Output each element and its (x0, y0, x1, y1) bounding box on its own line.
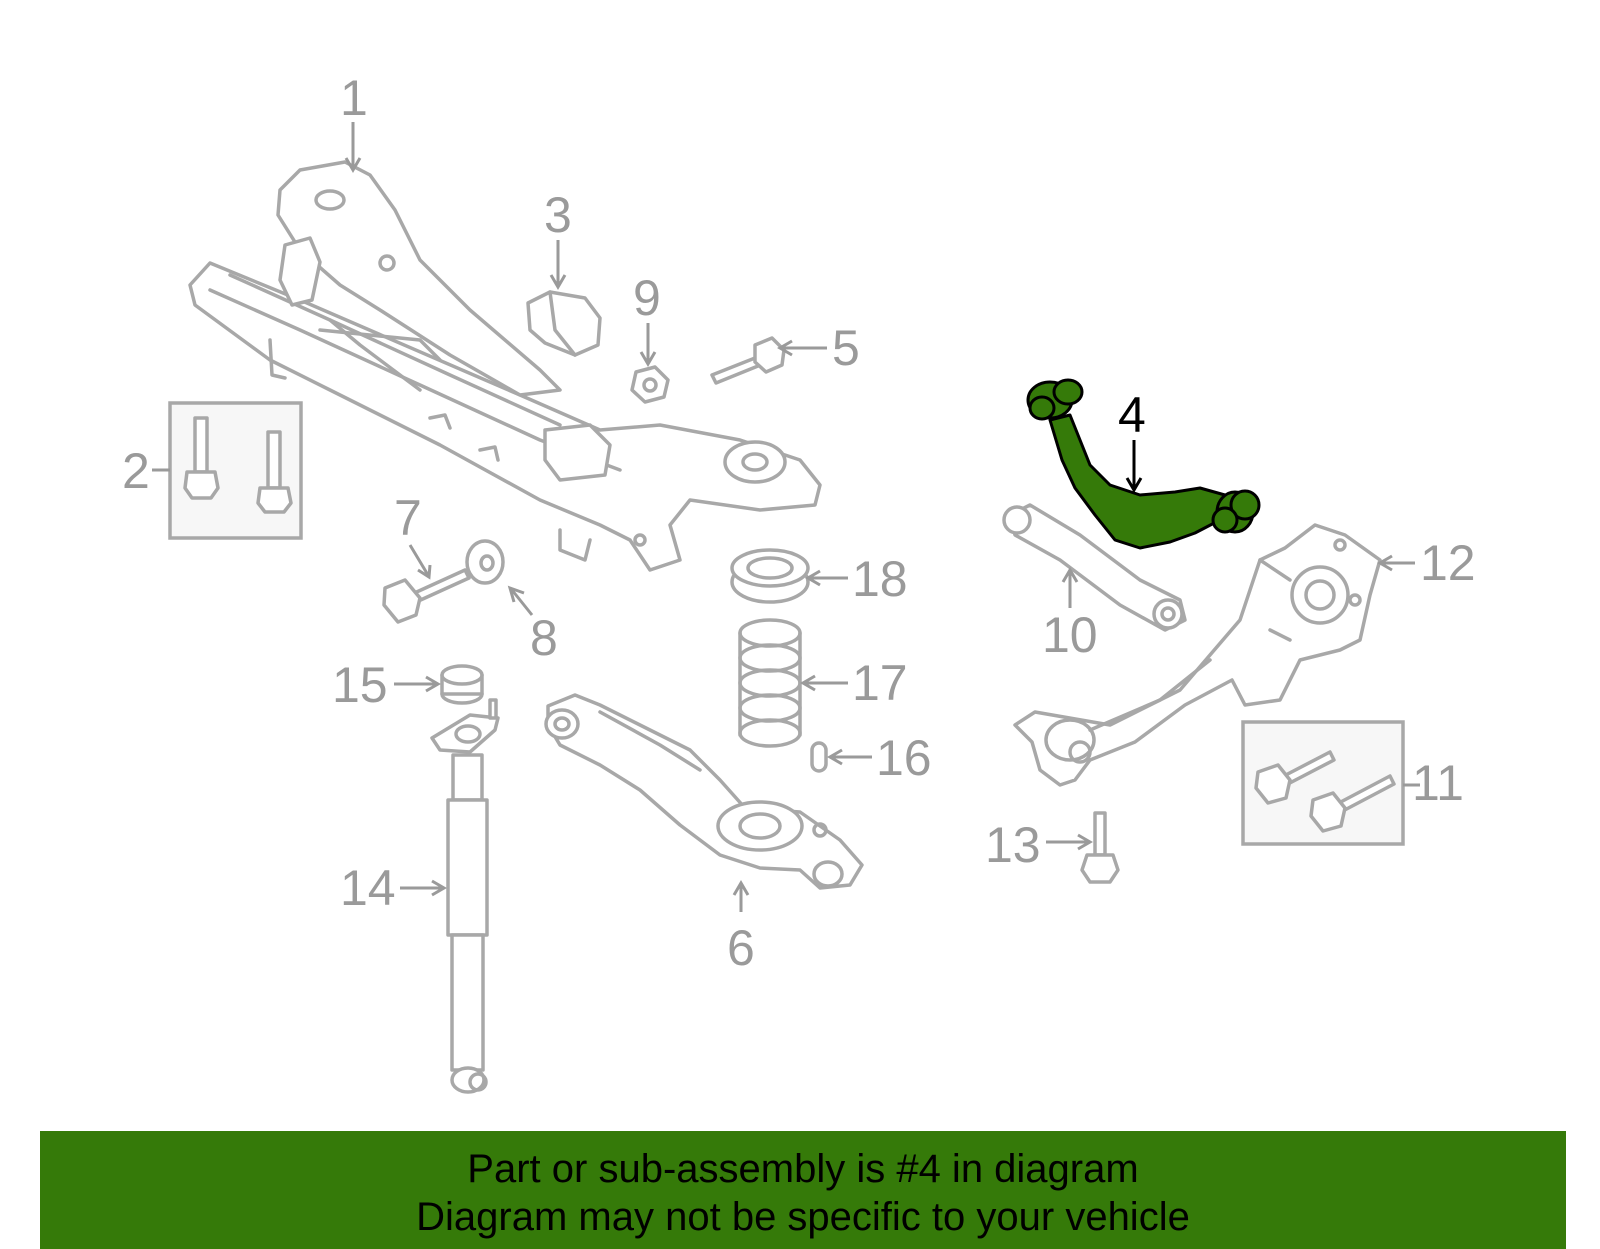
callout-6: 6 (727, 920, 755, 976)
part-7-bolt[interactable] (382, 568, 471, 624)
callout-10: 10 (1042, 607, 1098, 663)
part-12-knuckle[interactable] (1013, 523, 1382, 787)
part-11-bolts[interactable] (1241, 720, 1405, 846)
callout-3: 3 (544, 187, 572, 243)
part-8-washer[interactable] (465, 539, 505, 585)
part-3-bracket[interactable] (526, 290, 602, 357)
callout-1: 1 (340, 70, 368, 126)
callout-15: 15 (332, 657, 388, 713)
part-9-nut[interactable] (630, 365, 670, 404)
part-16-bump-stop[interactable] (810, 741, 828, 773)
callout-5: 5 (832, 320, 860, 376)
callout-13: 13 (985, 817, 1041, 873)
callout-18: 18 (852, 551, 908, 607)
part-13-bolt[interactable] (1080, 811, 1120, 884)
part-17-coil-spring[interactable] (738, 618, 802, 748)
part-18-spring-seat[interactable] (730, 548, 810, 604)
callouts: 1 2 3 4 5 6 7 8 9 10 11 12 13 14 15 16 1 (122, 70, 1476, 976)
info-banner: Part or sub-assembly is #4 in diagram Di… (40, 1131, 1566, 1249)
part-10-lateral-link[interactable] (1002, 503, 1187, 632)
callout-4: 4 (1118, 387, 1146, 443)
callout-16: 16 (876, 730, 932, 786)
callout-2: 2 (122, 443, 150, 499)
callout-8: 8 (530, 610, 558, 666)
part-14-shock-absorber[interactable] (430, 698, 500, 1094)
callout-14: 14 (340, 860, 396, 916)
callout-17: 17 (852, 655, 908, 711)
parts-diagram: 1 2 3 4 5 6 7 8 9 10 11 12 13 14 15 16 1 (122, 70, 1476, 1094)
part-6-lower-control-arm[interactable] (544, 693, 864, 890)
callout-11: 11 (1412, 755, 1464, 811)
banner-line-2: Diagram may not be specific to your vehi… (416, 1195, 1190, 1239)
part-1-subframe[interactable] (188, 160, 822, 572)
part-5-bolt[interactable] (710, 336, 786, 385)
banner-line-1: Part or sub-assembly is #4 in diagram (467, 1147, 1139, 1191)
callout-7: 7 (394, 490, 422, 546)
part-4-upper-control-arm[interactable] (1026, 378, 1261, 550)
callout-9: 9 (633, 270, 661, 326)
callout-12: 12 (1420, 535, 1476, 591)
part-2-bolts[interactable] (168, 401, 303, 540)
part-15-mount-cap[interactable] (440, 664, 484, 705)
